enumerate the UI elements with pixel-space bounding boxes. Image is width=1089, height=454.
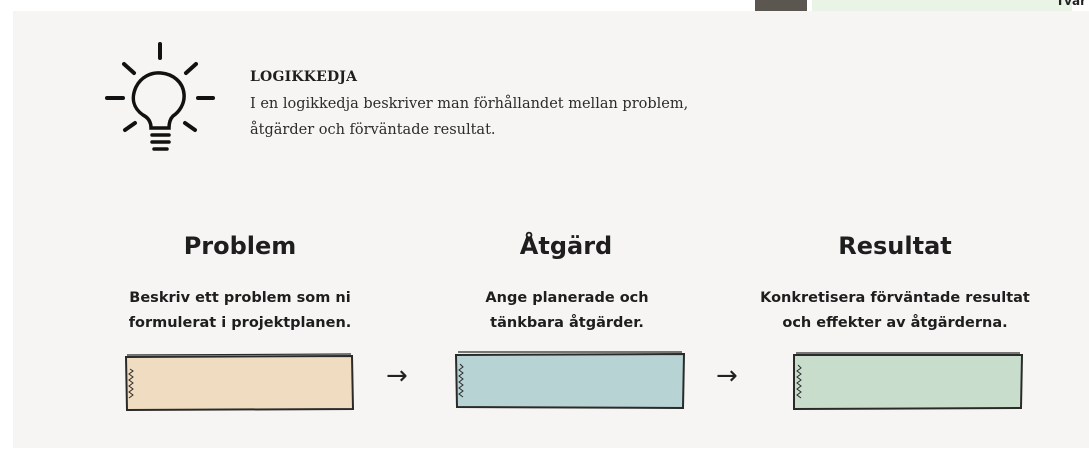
- column-heading-resultat: Resultat: [838, 232, 952, 260]
- column-description-problem: Beskriv ett problem som ni formulerat i …: [75, 286, 405, 336]
- column-heading-problem: Problem: [183, 232, 297, 260]
- atgard-box-fill: [454, 352, 686, 410]
- intro-line-1: I en logikkedja beskriver man förhålland…: [250, 96, 689, 112]
- column-resultat-line-1: Konkretisera förväntade resultat: [760, 290, 1030, 306]
- column-problem-line-2: formulerat i projektplanen.: [128, 315, 352, 331]
- column-description-resultat: Konkretisera förväntade resultat och eff…: [730, 286, 1060, 336]
- problem-input-box[interactable]: [122, 353, 356, 413]
- problem-box-fill: [124, 354, 355, 412]
- arrow-2: →: [716, 361, 738, 391]
- atgard-input-box[interactable]: [452, 350, 688, 412]
- column-atgard-line-1: Ange planerade och: [485, 290, 649, 306]
- intro-line-2: åtgärder och förväntade resultat.: [250, 122, 496, 138]
- intro-description: I en logikkedja beskriver man förhålland…: [250, 91, 750, 143]
- column-problem-line-1: Beskriv ett problem som ni: [129, 290, 351, 306]
- column-description-atgard: Ange planerade och tänkbara åtgärder.: [402, 286, 732, 336]
- corner-image-fragment: [755, 0, 807, 11]
- column-atgard-line-2: tänkbara åtgärder.: [490, 315, 644, 331]
- top-strip: [0, 0, 1089, 11]
- resultat-input-box[interactable]: [790, 351, 1026, 413]
- column-heading-atgard: Åtgärd: [519, 232, 613, 260]
- resultat-box-fill: [793, 354, 1024, 411]
- corner-text-fragment: Tvär: [1056, 0, 1087, 8]
- lightbulb-icon: [105, 42, 215, 151]
- corner-green-fragment: [812, 0, 1072, 11]
- intro-title: LOGIKKEDJA: [250, 69, 358, 85]
- column-resultat-line-2: och effekter av åtgärderna.: [782, 315, 1008, 331]
- arrow-1: →: [386, 361, 408, 391]
